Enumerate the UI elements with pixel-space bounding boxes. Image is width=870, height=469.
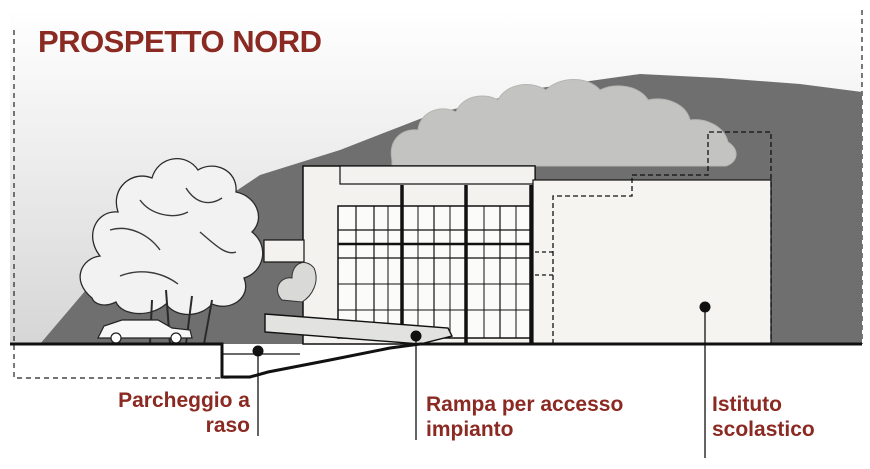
background-trees (390, 79, 737, 167)
label-ramp: Rampa per accesso impianto (426, 392, 696, 442)
label-ramp-line2: impianto (426, 418, 514, 441)
label-ramp-line1: Rampa per accesso (426, 393, 624, 416)
label-parking: Parcheggio a raso (60, 388, 250, 438)
parked-car (97, 319, 193, 344)
school-dashed-outline (552, 131, 772, 344)
label-parking-line2: raso (205, 414, 250, 437)
shrub (277, 262, 317, 303)
label-school-line2: scolastico (712, 418, 815, 441)
balcony (263, 239, 305, 263)
building-parapet (339, 165, 536, 185)
ground-line (10, 342, 862, 379)
label-school-line1: Istituto (712, 393, 782, 416)
school-dashed-notch (535, 251, 553, 276)
school-block (532, 179, 772, 345)
label-school: Istituto scolastico (712, 392, 862, 442)
glazed-facade (337, 185, 533, 344)
drawing-title: PROSPETTO NORD (38, 24, 322, 59)
label-parking-line1: Parcheggio a (118, 389, 250, 412)
access-ramp (264, 313, 454, 345)
